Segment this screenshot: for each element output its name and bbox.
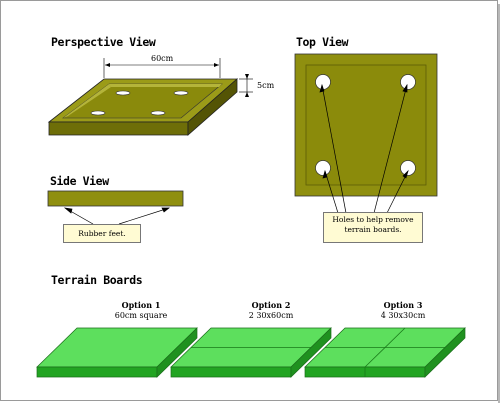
- width-label: 60cm: [151, 54, 174, 63]
- option-2-desc: 2 30x60cm: [248, 311, 294, 320]
- option-1-board: [36, 327, 198, 378]
- side-frame: [47, 190, 184, 207]
- hole: [173, 90, 189, 96]
- option-1-name: Option 1: [121, 300, 161, 310]
- perspective-view-title: Perspective View: [51, 35, 156, 49]
- hole: [150, 110, 166, 116]
- top-view-title: Top View: [296, 35, 349, 49]
- option-3-board: [304, 327, 466, 378]
- option-3-desc: 4 30x30cm: [380, 311, 426, 320]
- hole: [115, 90, 131, 96]
- hole: [400, 74, 416, 90]
- rubber-feet-note: Rubber feet.: [63, 224, 141, 243]
- holes-note-line2: terrain boards.: [344, 225, 402, 234]
- hole: [400, 160, 416, 176]
- frame-right-face: [187, 78, 238, 136]
- option-1-desc: 60cm square: [114, 311, 168, 320]
- side-view-title: Side View: [50, 174, 109, 188]
- holes-note-line1: Holes to help remove: [332, 215, 414, 224]
- option-2-board: [170, 327, 332, 378]
- hole: [315, 160, 331, 176]
- option-2-name: Option 2: [251, 300, 291, 310]
- holes-note: Holes to help remove terrain boards.: [323, 212, 423, 243]
- option-3-name: Option 3: [383, 300, 423, 310]
- hole: [90, 110, 106, 116]
- height-label: 5cm: [257, 81, 275, 90]
- terrain-boards-title: Terrain Boards: [51, 273, 143, 287]
